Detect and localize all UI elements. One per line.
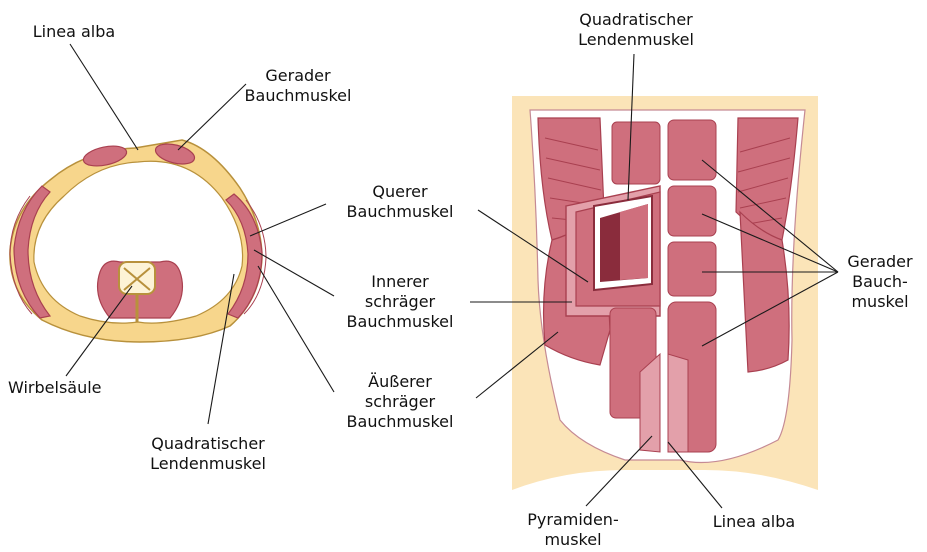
label-line: Pyramiden- (518, 510, 628, 530)
label-line: Linea alba (706, 512, 802, 532)
label-line: Äußerer (330, 372, 470, 392)
front-view-diagram (512, 96, 818, 490)
label-wirbelsaeule: Wirbelsäule (8, 378, 102, 398)
label-line: Linea alba (26, 22, 122, 42)
pyramidalis-right (668, 354, 688, 452)
label-line: schräger (330, 392, 470, 412)
label-line: muskel (838, 292, 922, 312)
label-gerader-bauchmuskel-front: Gerader Bauch- muskel (838, 252, 922, 312)
label-line: Quadratischer (134, 434, 282, 454)
label-line: Lendenmuskel (134, 454, 282, 474)
label-line: Bauchmuskel (238, 86, 358, 106)
label-line: Bauchmuskel (330, 202, 470, 222)
quadratus-muscle-light (620, 204, 648, 280)
rectus-right-seg-3 (668, 242, 716, 296)
pyramidalis-left (640, 354, 660, 452)
label-pyramidenmuskel: Pyramiden- muskel (518, 510, 628, 550)
label-line: Gerader (838, 252, 922, 272)
label-quadratischer-lendenmuskel-front: Quadratischer Lendenmuskel (562, 10, 710, 50)
label-aeusserer-schraeger-bauchmuskel: Äußerer schräger Bauchmuskel (330, 372, 470, 432)
label-line: Wirbelsäule (8, 378, 102, 398)
rectus-right-seg-2 (668, 186, 716, 236)
label-line: schräger (330, 292, 470, 312)
label-line: muskel (518, 530, 628, 550)
rectus-right-seg-1 (668, 120, 716, 180)
label-line: Bauch- (838, 272, 922, 292)
label-line: Bauchmuskel (330, 312, 470, 332)
label-gerader-bauchmuskel-cross: Gerader Bauchmuskel (238, 66, 358, 106)
rectus-left-seg-1 (612, 122, 660, 184)
label-linea-alba-cross: Linea alba (26, 22, 122, 42)
label-innerer-schraeger-bauchmuskel: Innerer schräger Bauchmuskel (330, 272, 470, 332)
label-line: Quadratischer (562, 10, 710, 30)
label-querer-bauchmuskel: Querer Bauchmuskel (330, 182, 470, 222)
label-line: Bauchmuskel (330, 412, 470, 432)
label-quadratischer-lendenmuskel-cross: Quadratischer Lendenmuskel (134, 434, 282, 474)
label-line: Innerer (330, 272, 470, 292)
label-line: Lendenmuskel (562, 30, 710, 50)
label-line: Querer (330, 182, 470, 202)
label-linea-alba-front: Linea alba (706, 512, 802, 532)
label-line: Gerader (238, 66, 358, 86)
